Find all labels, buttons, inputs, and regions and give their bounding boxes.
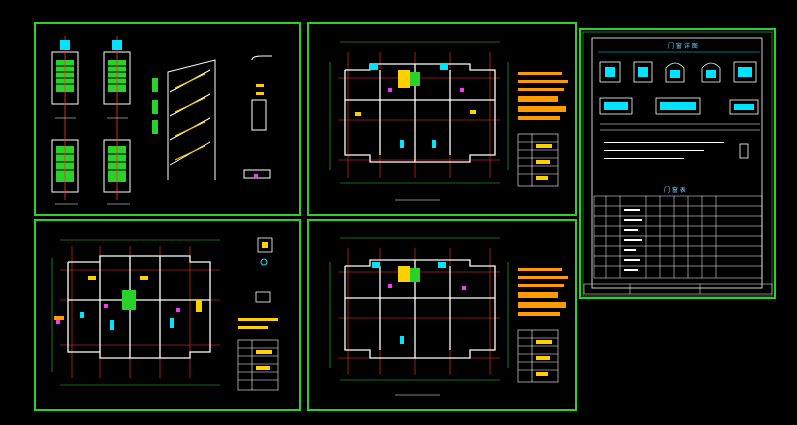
floor-plan-upper	[329, 41, 568, 201]
sheet-floor-plan-lower[interactable]	[307, 219, 577, 411]
sheet-stair-details[interactable]	[34, 22, 301, 216]
sheet-ground-floor-plan[interactable]	[34, 219, 301, 411]
door-window-schedule: 门 窗 详 图	[582, 31, 773, 297]
sheet-door-window-schedule[interactable]	[579, 28, 776, 299]
ground-floor-plan	[51, 237, 279, 391]
stair-plan-details	[51, 36, 272, 205]
door-window-table-title: 门 窗 表	[664, 186, 686, 194]
sheet-floor-plan-upper[interactable]	[307, 22, 577, 216]
floor-plan-lower	[329, 237, 568, 396]
door-window-detail-title: 门 窗 详 图	[668, 42, 698, 50]
